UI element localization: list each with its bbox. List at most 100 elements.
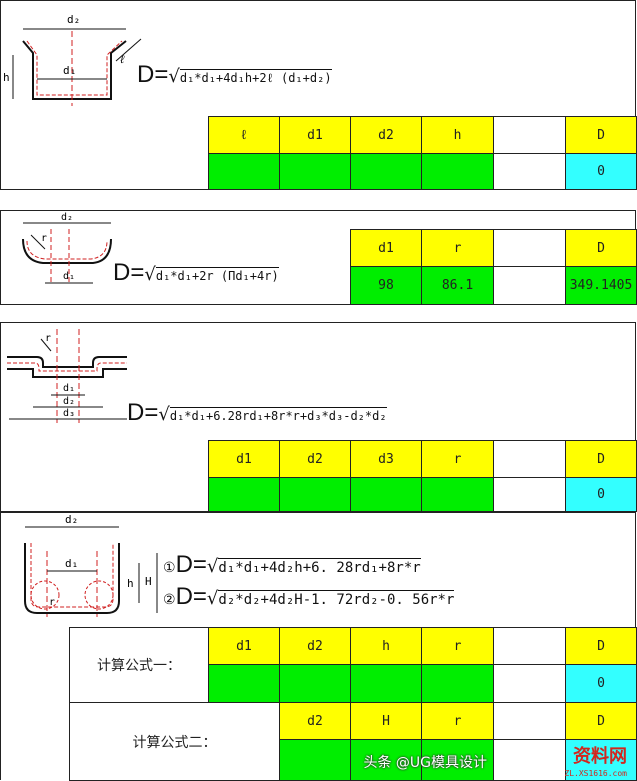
c1-result-D: 0 (565, 664, 637, 703)
dim-d1-label: d₁ (63, 64, 76, 77)
s1-input-d1[interactable] (279, 153, 351, 190)
dim-h-label: h (127, 577, 134, 590)
s3-header-blank (493, 440, 566, 478)
s2-header-r: r (421, 229, 494, 267)
watermark-site: ZL.XS1616.com (564, 769, 627, 778)
c1-input-r[interactable] (421, 664, 494, 703)
c2-input-d2[interactable] (279, 739, 351, 781)
bowl-diagram: d₂ r d₁ (22, 212, 112, 284)
c1-input-d1[interactable] (208, 664, 280, 703)
s2-input-d1[interactable]: 98 (350, 266, 422, 305)
flanged-diagram: r d₁ d₂ d₃ (7, 329, 127, 423)
formula-3-rhs: d₁*d₁+6.28rd₁+8r*r+d₃*d₃-d₂*d₂ (169, 407, 387, 423)
c1-blank (493, 664, 566, 703)
c2-header-H: H (350, 702, 422, 740)
formula-2-lhs: D= (113, 259, 145, 286)
formula-4b-rhs: d₂*d₂+4d₂H-1. 72rd₂-0. 56r*r (218, 590, 455, 608)
formula-1-rhs: d₁*d₁+4d₁h+2ℓ (d₁+d₂) (179, 69, 332, 85)
s1-header-blank (493, 116, 566, 154)
watermark-logo: 资料网 (573, 742, 627, 768)
dim-r-label: r (49, 597, 55, 608)
deep-cup-diagram: d₂ d₁ h H r (24, 513, 158, 617)
s1-input-d2[interactable] (350, 153, 422, 190)
section-1-panel: d₂ d₁ h ℓ D=√d₁*d₁+4d₁h+2ℓ (d₁+d₂) ℓ d1 … (0, 0, 637, 190)
calc1-label: 计算公式一： (97, 658, 181, 674)
s3-header-d1: d1 (208, 440, 280, 478)
s1-result-D: 0 (565, 153, 637, 190)
dim-r-label: r (41, 233, 47, 244)
section-2-panel: d₂ r d₁ D=√d₁*d₁+2r (Πd₁+4r) d1 r D 98 8… (0, 210, 637, 305)
c1-header-D: D (565, 627, 637, 665)
formula-1-lhs: D= (137, 61, 169, 88)
c1-header-blank (493, 627, 566, 665)
watermark-logo-text: 资料网 (573, 746, 627, 767)
s3-result-D: 0 (565, 477, 637, 512)
s3-header-d3: d3 (350, 440, 422, 478)
dim-H-label: H (145, 575, 152, 588)
calc1-label-cell: 计算公式一： (69, 627, 209, 703)
s3-input-d1[interactable] (208, 477, 280, 512)
formula-2: D=√d₁*d₁+2r (Πd₁+4r) (113, 259, 279, 286)
formula-4a: ①D=√d₁*d₁+4d₂h+6. 28rd₁+8r*r (163, 551, 421, 578)
c1-header-r: r (421, 627, 494, 665)
formula-4a-marker: ① (163, 560, 176, 576)
formula-4a-lhs: D= (175, 551, 207, 578)
s2-header-blank (493, 229, 566, 267)
s2-header-D: D (565, 229, 637, 267)
s3-input-d3[interactable] (350, 477, 422, 512)
c1-input-h[interactable] (350, 664, 422, 703)
s2-input-r[interactable]: 86.1 (421, 266, 494, 305)
formula-3: D=√d₁*d₁+6.28rd₁+8r*r+d₃*d₃-d₂*d₂ (127, 399, 387, 426)
cup-diagram-1: d₂ d₁ h ℓ (3, 13, 142, 106)
s2-result-D: 349.1405 (565, 266, 637, 305)
formula-4a-rhs: d₁*d₁+4d₂h+6. 28rd₁+8r*r (218, 558, 421, 576)
c2-blank (493, 739, 566, 781)
dim-h-label: h (3, 71, 10, 84)
c1-header-d2: d2 (279, 627, 351, 665)
c2-header-d2: d2 (279, 702, 351, 740)
s1-header-h: h (421, 116, 494, 154)
formula-2-rhs: d₁*d₁+2r (Πd₁+4r) (155, 267, 279, 283)
s2-header-d1: d1 (350, 229, 422, 267)
s1-header-d2: d2 (350, 116, 422, 154)
c1-input-d2[interactable] (279, 664, 351, 703)
s1-header-D: D (565, 116, 637, 154)
formula-1: D=√d₁*d₁+4d₁h+2ℓ (d₁+d₂) (137, 61, 332, 88)
dim-d2-label: d₂ (67, 13, 80, 26)
s3-header-d2: d2 (279, 440, 351, 478)
s3-input-r[interactable] (421, 477, 494, 512)
calc2-label-cell: 计算公式二： (69, 702, 280, 781)
s1-input-l[interactable] (208, 153, 280, 190)
s3-header-r: r (421, 440, 494, 478)
c2-header-blank (493, 702, 566, 740)
calc2-label: 计算公式二： (132, 734, 217, 751)
s1-header-d1: d1 (279, 116, 351, 154)
formula-4b: ②D=√d₂*d₂+4d₂H-1. 72rd₂-0. 56r*r (163, 583, 455, 610)
section-4-panel: d₂ d₁ h H r ①D=√d₁*d₁+4d₂h+6. 28rd₁+8r*r… (0, 512, 637, 781)
section-3-panel: r d₁ d₂ d₃ D=√d₁*d₁+6.28rd₁+8r*r+d₃*d₃-d… (0, 322, 637, 512)
s3-header-D: D (565, 440, 637, 478)
s1-blank (493, 153, 566, 190)
dim-d2-label: d₂ (63, 396, 75, 407)
s3-input-d2[interactable] (279, 477, 351, 512)
c2-header-D: D (565, 702, 637, 740)
formula-3-lhs: D= (127, 399, 159, 426)
dim-d3-label: d₃ (63, 408, 75, 419)
dim-d1-label: d₁ (63, 271, 75, 282)
s3-blank (493, 477, 566, 512)
watermark-text: 头条 @UG模具设计 (363, 755, 487, 771)
dim-r-label: r (45, 333, 51, 344)
s1-input-h[interactable] (421, 153, 494, 190)
dim-d2-label: d₂ (65, 513, 78, 526)
dim-d1-label: d₁ (65, 557, 78, 570)
dim-d1-label: d₁ (63, 383, 75, 394)
s1-header-l: ℓ (208, 116, 280, 154)
formula-4b-lhs: D= (175, 583, 207, 610)
dim-l-label: ℓ (119, 53, 126, 66)
dim-d2-label: d₂ (61, 212, 73, 223)
c1-header-d1: d1 (208, 627, 280, 665)
s2-blank (493, 266, 566, 305)
c2-header-r: r (421, 702, 494, 740)
c1-header-h: h (350, 627, 422, 665)
formula-4b-marker: ② (163, 592, 176, 608)
